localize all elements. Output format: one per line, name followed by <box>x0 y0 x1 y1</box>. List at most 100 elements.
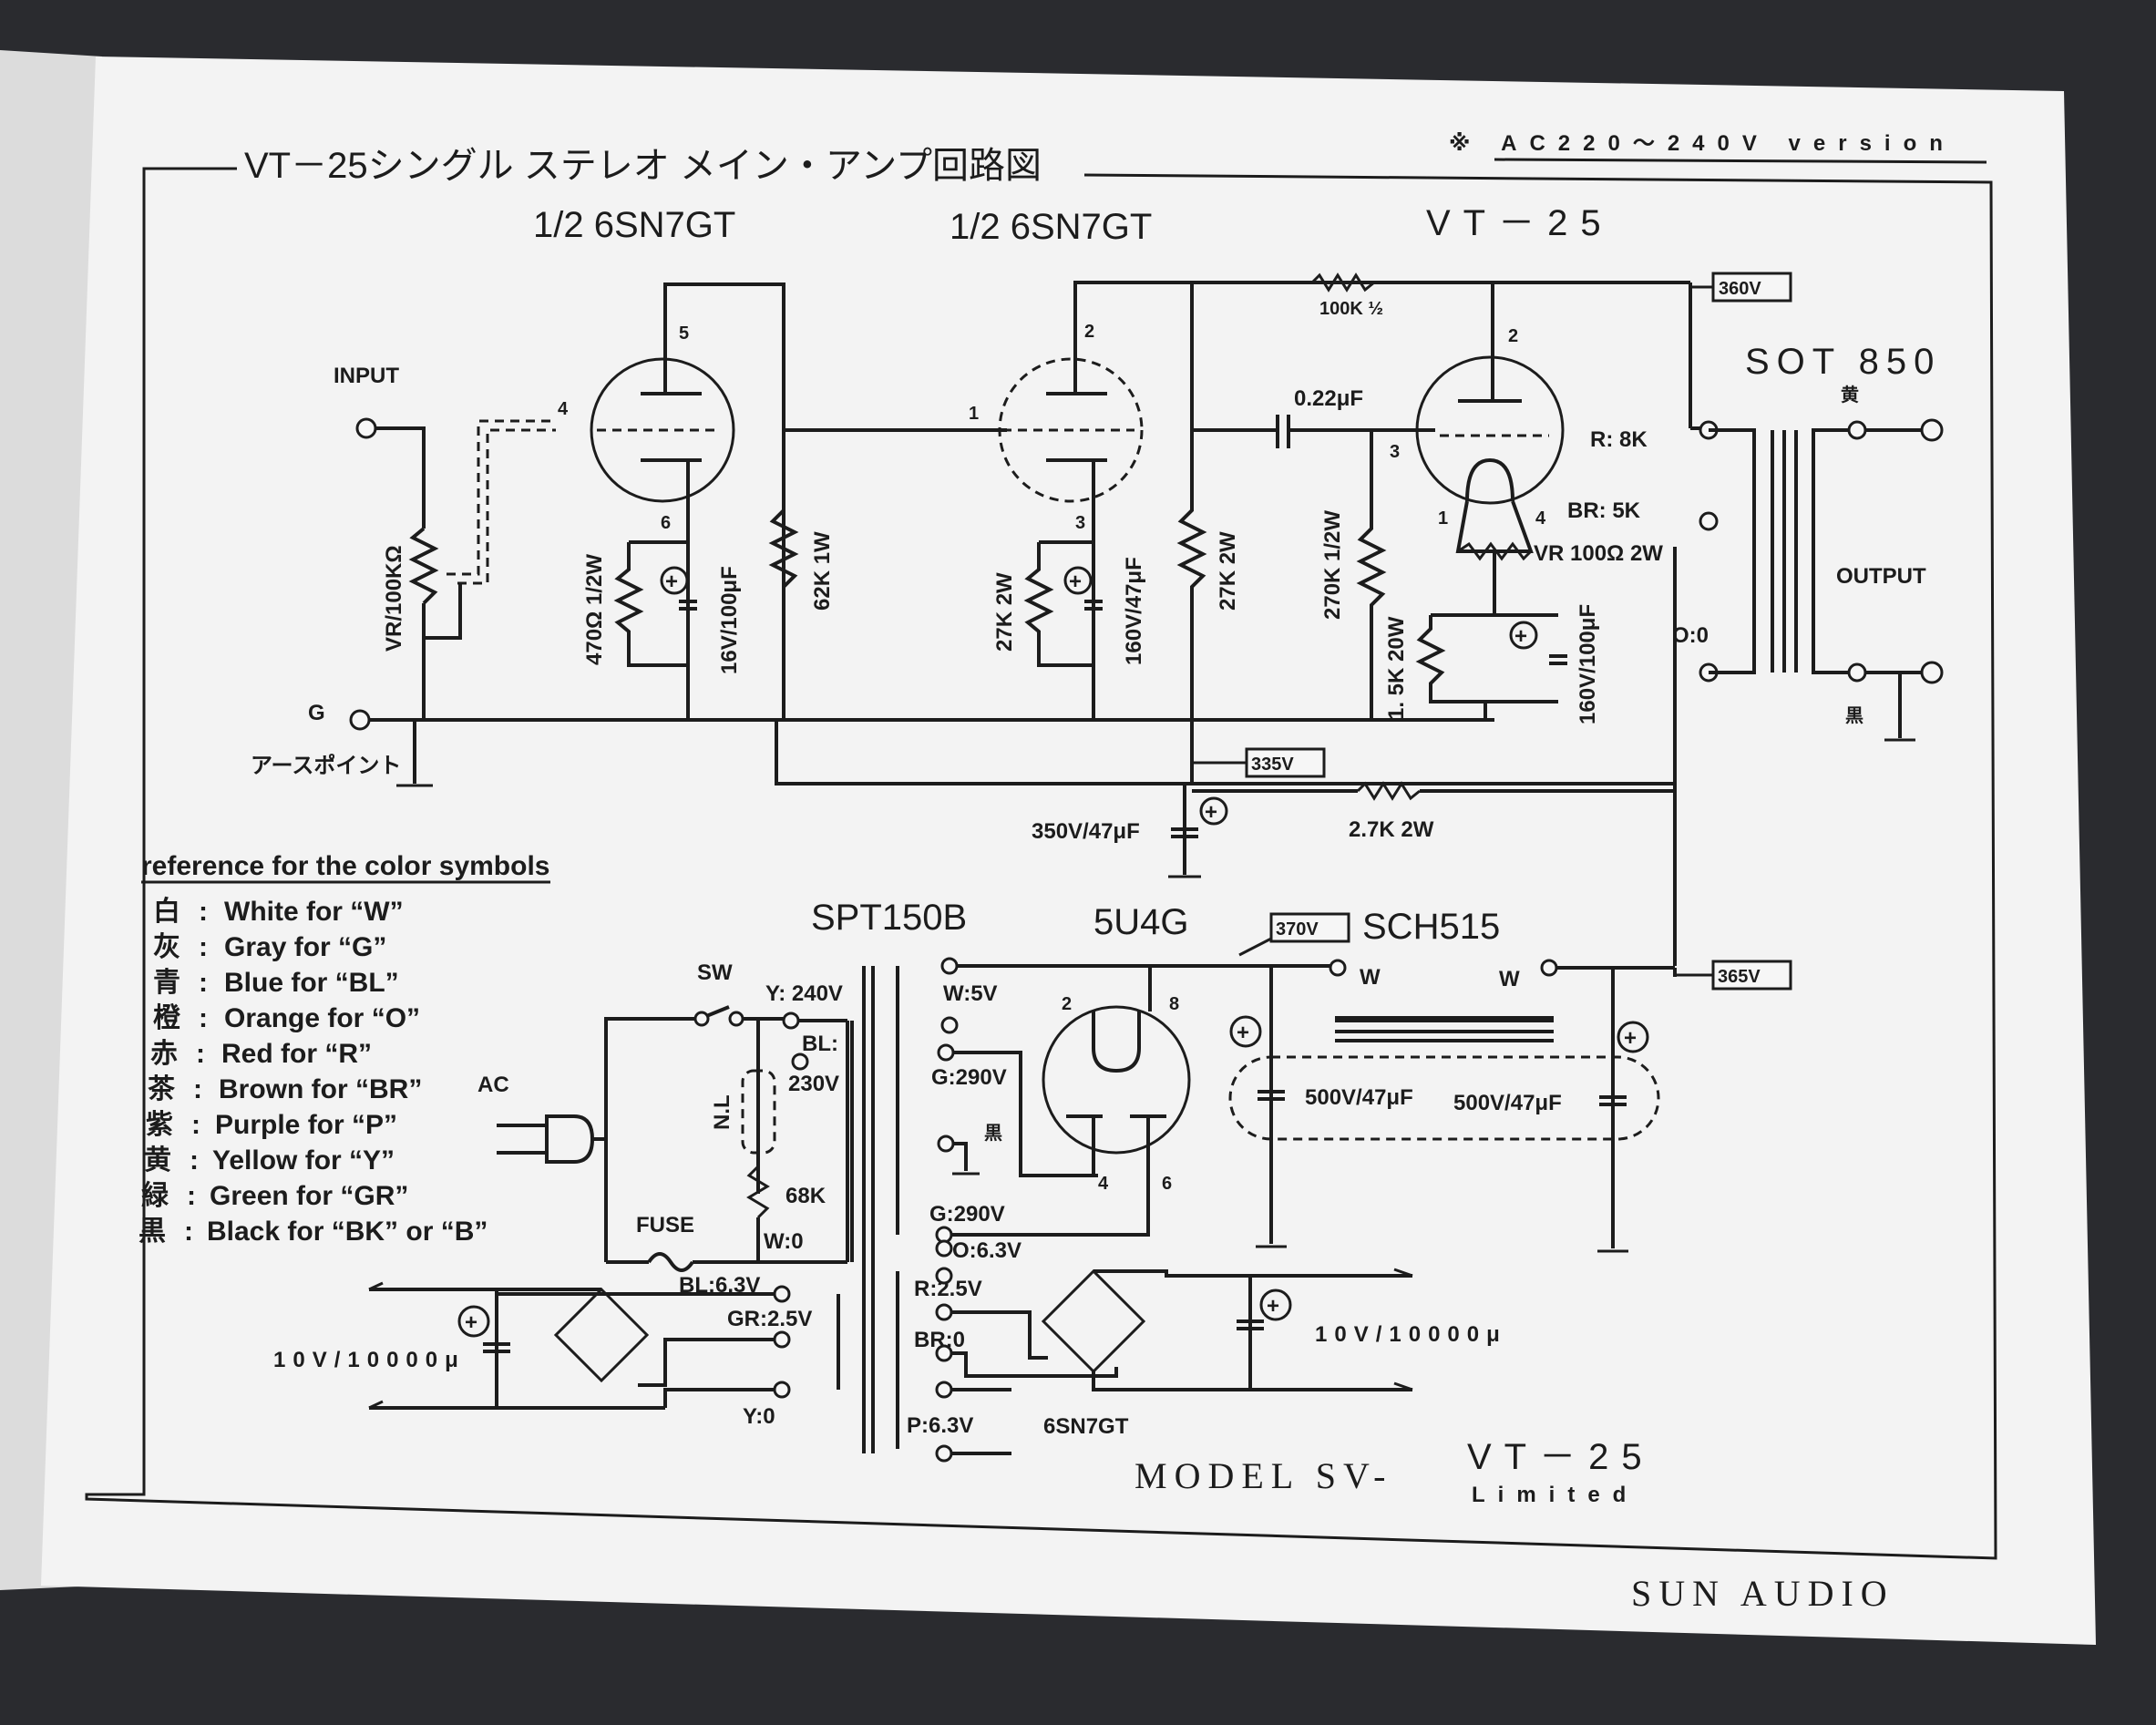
input-jack[interactable] <box>355 417 377 439</box>
tube-v1-envelope <box>590 357 735 503</box>
c6-polarity <box>1229 1015 1262 1048</box>
rectifier-filament <box>1092 1011 1141 1073</box>
ot-secondary <box>1812 428 1857 674</box>
v2-pin-cathode: 3 <box>1075 513 1085 533</box>
r8-label: 2.7K 2W <box>1349 817 1434 842</box>
r2-label: 62K 1W <box>810 531 835 611</box>
header-title: VT－25シングル ステレオ メイン・アンプ回路図 <box>244 146 1042 186</box>
legend-item: 青 <box>153 968 180 998</box>
wire-ac-hot <box>604 1017 700 1262</box>
ot-br-label: BR: 5K <box>1567 498 1641 523</box>
r4-label: 27K 2W <box>1216 531 1240 611</box>
legend-item-text: Gray for “G” <box>224 932 386 962</box>
pri-bl-label: BL: <box>802 1032 838 1056</box>
tube-v2-title: 1/2 6SN7GT <box>950 207 1152 247</box>
voltage-b3-box <box>1269 912 1350 943</box>
speaker-terminal-hot[interactable] <box>1920 418 1944 442</box>
ot-out-bottom-tap <box>1847 662 1867 683</box>
c1-polarity <box>660 566 689 595</box>
legend-sep: : <box>184 1217 193 1247</box>
sec-tap-center <box>937 1135 955 1153</box>
choke-name: SCH515 <box>1362 907 1500 947</box>
wire-heater-left-mid <box>638 1338 775 1387</box>
vr-label: VR/100KΩ <box>382 545 406 652</box>
sec-tap-gr <box>773 1330 791 1349</box>
speaker-terminal-ground[interactable] <box>1920 661 1944 684</box>
arrow-dc-right-top <box>1393 1268 1413 1278</box>
choke-core-a <box>1335 1016 1554 1022</box>
version-underline <box>1494 158 1987 164</box>
fuse-label: FUSE <box>636 1213 694 1237</box>
sec-tap-r25 <box>935 1267 953 1285</box>
legend-item-text: Orange for “O” <box>224 1003 420 1033</box>
wire-g290a <box>953 1051 1098 1177</box>
legend-sep: : <box>191 1110 200 1140</box>
legend-sep: : <box>199 968 208 998</box>
ot-output-label: OUTPUT <box>1836 564 1926 589</box>
legend-item: 緑 <box>141 1180 169 1211</box>
brand: SUN AUDIO <box>1631 1573 1894 1614</box>
sec-tap-g290a <box>937 1043 955 1062</box>
nl-label: N.L <box>710 1094 734 1130</box>
c5-polarity <box>1199 796 1228 826</box>
wire-input <box>375 426 426 529</box>
vr2-label: VR 100Ω 2W <box>1534 541 1663 566</box>
sec-gr25-label: GR:2.5V <box>727 1307 812 1331</box>
resistor-r6 <box>1356 430 1387 720</box>
tube-v3-envelope <box>1415 355 1565 505</box>
c4-polarity <box>1509 621 1538 650</box>
resistor-r5 <box>1310 272 1375 293</box>
legend-item: 橙 <box>153 1003 181 1033</box>
sec-tap-p63a <box>935 1381 953 1399</box>
choke-terminal-b <box>1540 959 1558 977</box>
v3-pin-grid: 3 <box>1390 442 1400 462</box>
resistor-r7 <box>1415 615 1558 703</box>
ground-jack[interactable] <box>349 709 371 731</box>
voltage-b2-box <box>1245 747 1326 778</box>
border-frame <box>85 167 1997 1560</box>
legend-item: 黒 <box>139 1217 166 1247</box>
c2-plus: + <box>1069 570 1082 594</box>
r3-label: 27K 2W <box>992 572 1017 652</box>
legend-item-text: Yellow for “Y” <box>212 1145 395 1176</box>
voltage-b3-arrow <box>1238 937 1272 957</box>
sec-tap-w5a <box>940 957 959 975</box>
bridge-rectifier-left <box>553 1287 650 1383</box>
rect-pin-6: 6 <box>1162 1174 1172 1194</box>
ot-primary <box>1709 428 1756 674</box>
r5-label: 100K ½ <box>1319 299 1383 319</box>
legend-sep: : <box>187 1181 196 1211</box>
arrow-dc-left-bottom <box>368 1400 384 1410</box>
resistor-r4 <box>1176 282 1207 784</box>
r1-label: 470Ω 1/2W <box>582 554 607 665</box>
rectifier-tube-envelope <box>1042 1005 1191 1155</box>
legend-sep: : <box>199 932 208 962</box>
wire-dc-right-bottom <box>1092 1371 1412 1391</box>
rect-pin-4: 4 <box>1098 1174 1109 1194</box>
sec-tap-y <box>773 1381 791 1399</box>
pri-230-label: 230V <box>788 1072 839 1096</box>
legend-item-text: Red for “R” <box>221 1039 372 1069</box>
input-label: INPUT <box>334 364 399 388</box>
resistor-r8 <box>1356 781 1421 801</box>
legend-title: reference for the color symbols <box>141 851 549 881</box>
ac-plug[interactable] <box>545 1114 595 1164</box>
ac-label: AC <box>477 1073 509 1097</box>
neon-lamp <box>741 1069 776 1155</box>
wire-vr-bottom <box>422 583 462 640</box>
legend-sep: : <box>199 1003 208 1033</box>
c2-label: 160V/47μF <box>1122 557 1146 665</box>
arrow-dc-left-top <box>368 1281 384 1291</box>
c8-polarity <box>457 1305 490 1338</box>
wire-r25 <box>951 1310 1048 1360</box>
model-name: VT－25 <box>1467 1437 1655 1477</box>
ot-r-label: R: 8K <box>1590 427 1648 452</box>
model-prefix: MODEL SV- <box>1134 1455 1393 1496</box>
vr-input-resistor <box>408 527 439 605</box>
earth-point-label: アースポイント <box>251 753 401 778</box>
c4-label: 160V/100μF <box>1576 604 1600 724</box>
model-sub: Limited <box>1472 1483 1638 1507</box>
voltage-b4: 365V <box>1718 967 1761 987</box>
r7-label: 1. 5K 20W <box>1384 616 1409 720</box>
